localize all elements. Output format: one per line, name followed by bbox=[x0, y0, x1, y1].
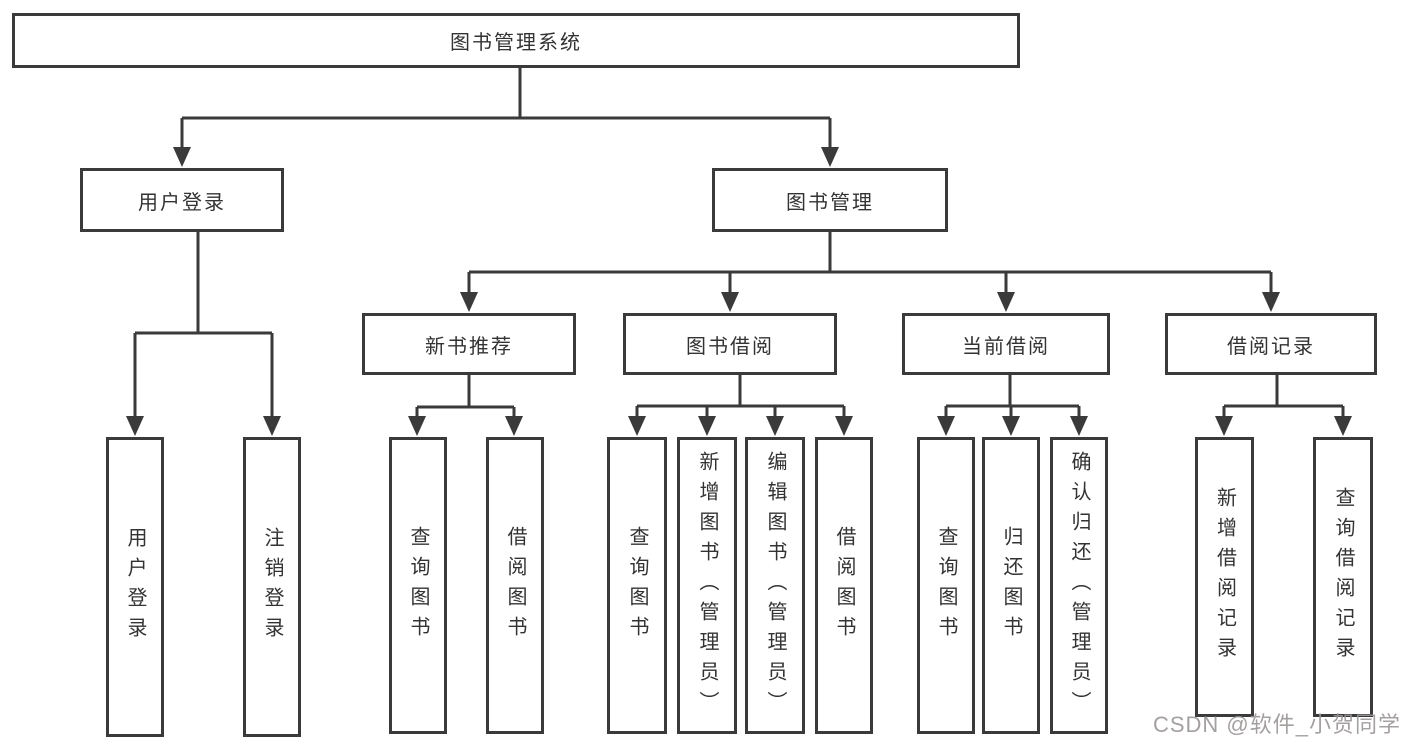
node-user-login: 用户登录 bbox=[80, 168, 284, 232]
leaf-add-borrow-record: 新增借阅记录 bbox=[1195, 437, 1254, 717]
node-book-borrowing: 图书借阅 bbox=[623, 313, 837, 375]
leaf-query-books: 查询图书 bbox=[607, 437, 667, 734]
leaf-edit-books-admin: 编辑图书（管理员） bbox=[745, 437, 805, 734]
csdn-watermark: CSDN @软件_小贺同学 bbox=[1152, 712, 1401, 737]
leaf-borrow-books: 借阅图书 bbox=[815, 437, 873, 734]
leaf-query-books: 查询图书 bbox=[917, 437, 975, 734]
leaf-confirm-return-admin: 确认归还（管理员） bbox=[1050, 437, 1108, 734]
leaf-logout: 注销登录 bbox=[243, 437, 301, 737]
leaf-add-books-admin: 新增图书（管理员） bbox=[677, 437, 737, 734]
leaf-user-login: 用户登录 bbox=[106, 437, 164, 737]
node-current-borrowing: 当前借阅 bbox=[902, 313, 1110, 375]
leaf-borrow-books: 借阅图书 bbox=[486, 437, 544, 734]
node-book-management: 图书管理 bbox=[712, 168, 948, 232]
node-library-management-system: 图书管理系统 bbox=[12, 13, 1020, 68]
node-borrowing-records: 借阅记录 bbox=[1165, 313, 1377, 375]
node-new-book-recommendation: 新书推荐 bbox=[362, 313, 576, 375]
arrowheads bbox=[126, 147, 1352, 436]
leaf-query-borrow-record: 查询借阅记录 bbox=[1313, 437, 1373, 717]
leaf-query-books: 查询图书 bbox=[389, 437, 447, 734]
leaf-return-books: 归还图书 bbox=[982, 437, 1040, 734]
